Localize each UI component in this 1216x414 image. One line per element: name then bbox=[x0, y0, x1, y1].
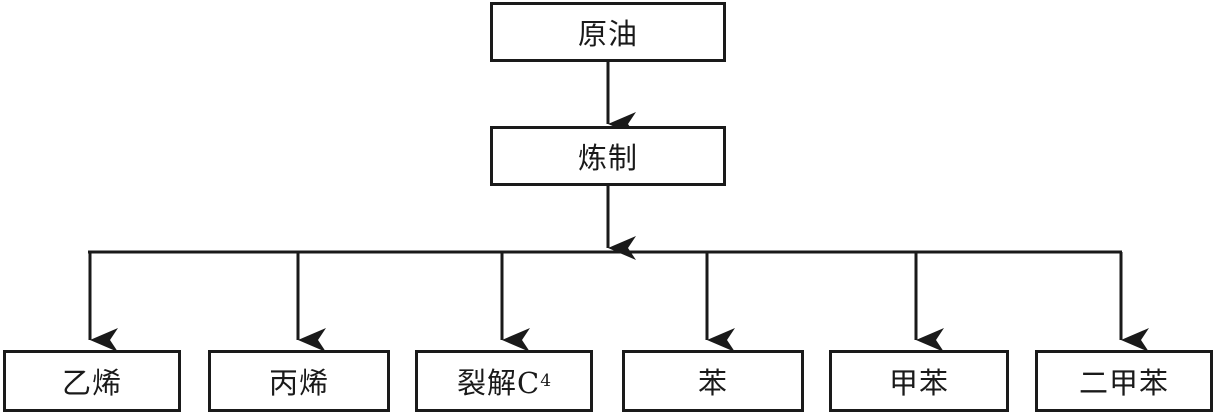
product-node-2: 丙烯 bbox=[208, 350, 390, 412]
product-label-3-subscript: 4 bbox=[540, 371, 552, 391]
product-node-4: 苯 bbox=[622, 350, 804, 412]
root-node-label: 原油 bbox=[577, 17, 638, 51]
product-label-3: 裂解C bbox=[456, 366, 541, 400]
product-node-5: 甲苯 bbox=[829, 350, 1009, 412]
middle-node-label: 炼制 bbox=[577, 141, 638, 175]
product-node-1: 乙烯 bbox=[3, 350, 181, 412]
product-label-2: 丙烯 bbox=[268, 366, 329, 400]
product-label-4: 苯 bbox=[697, 366, 728, 400]
product-label-5: 甲苯 bbox=[888, 366, 949, 400]
product-node-6: 二甲苯 bbox=[1035, 350, 1213, 412]
root-node: 原油 bbox=[490, 2, 726, 62]
middle-node: 炼制 bbox=[490, 126, 726, 186]
product-label-1: 乙烯 bbox=[61, 366, 122, 400]
product-label-6: 二甲苯 bbox=[1078, 366, 1169, 400]
